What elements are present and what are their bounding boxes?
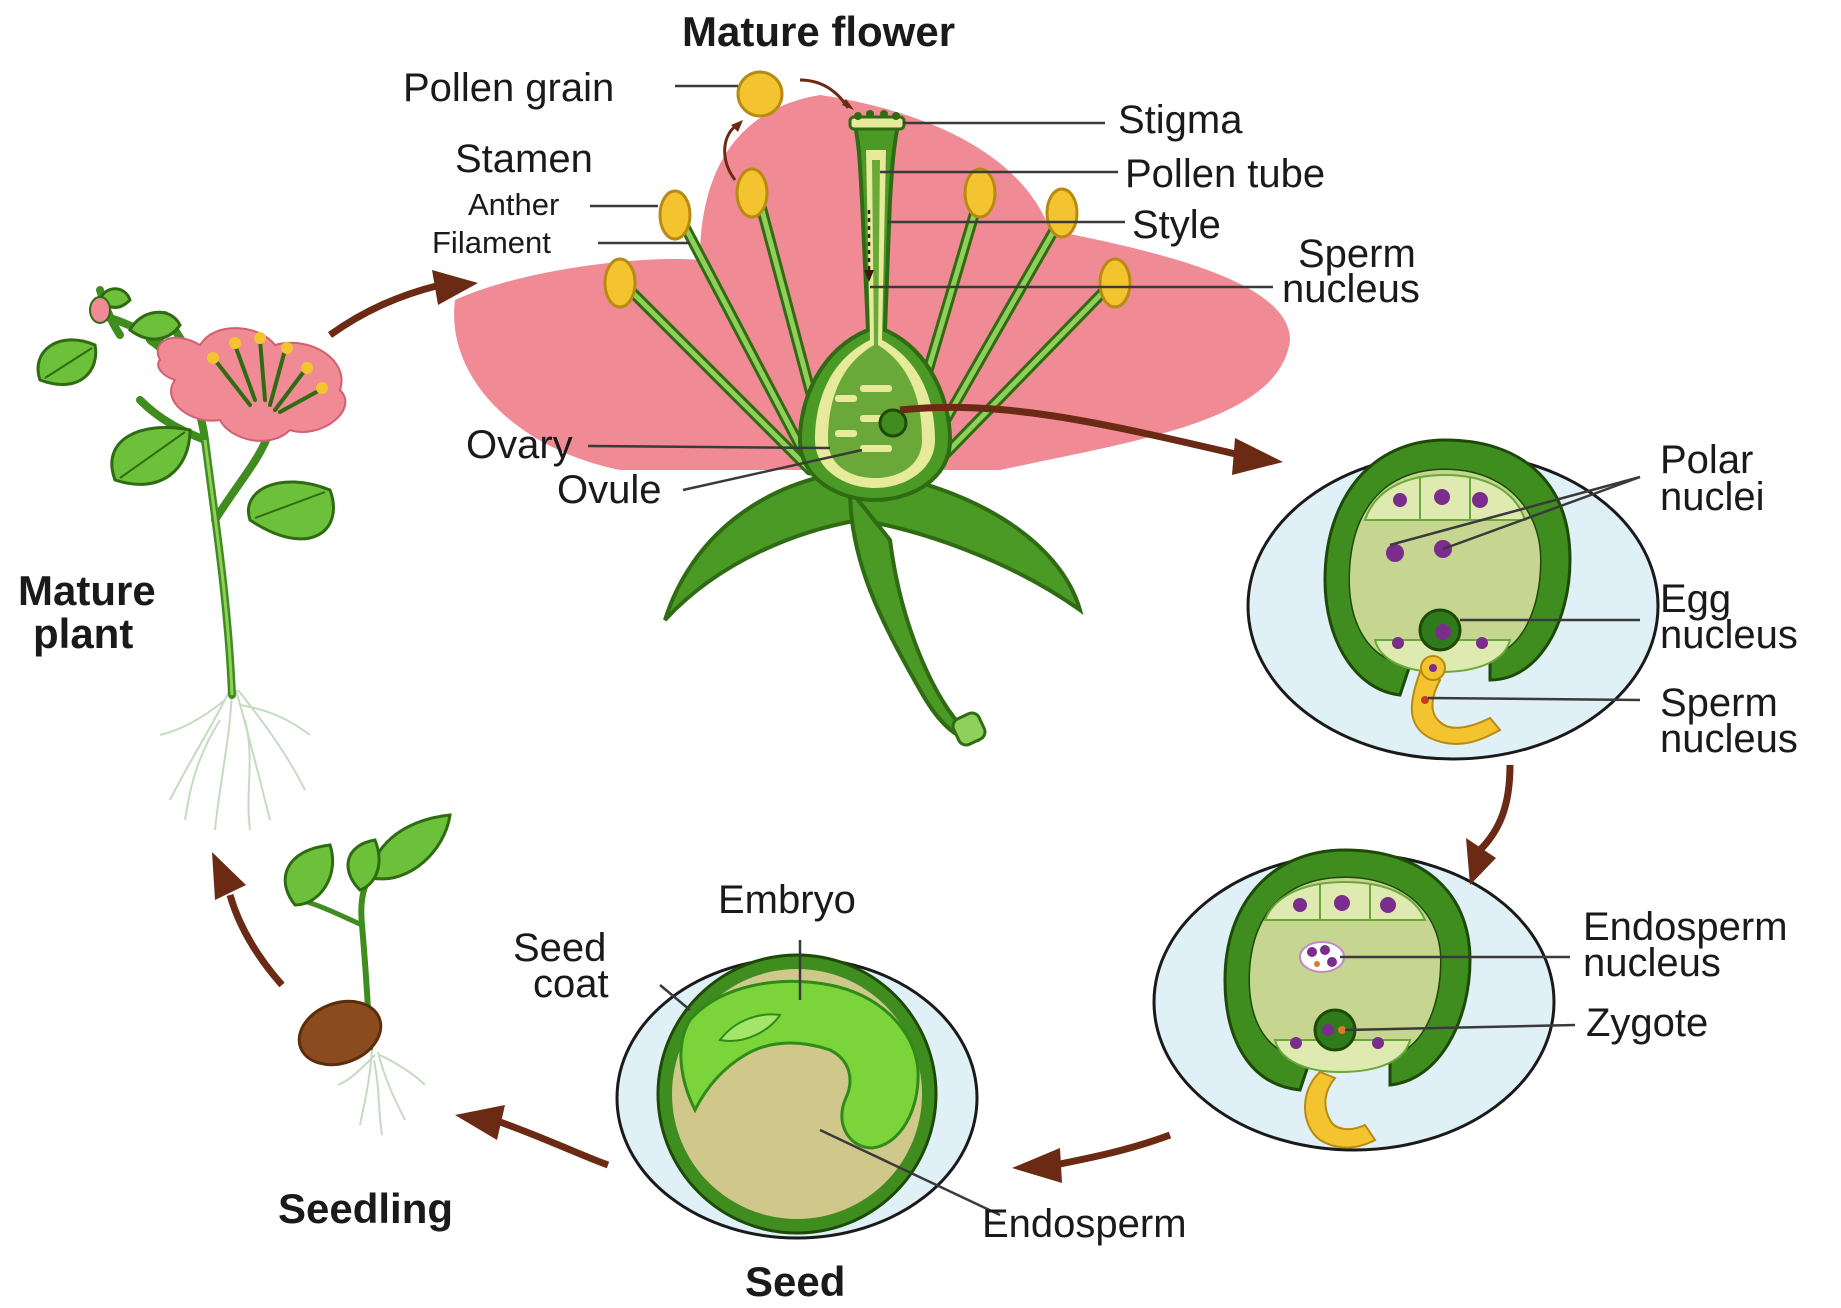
- seedling-title: Seedling: [278, 1185, 453, 1232]
- embryo-label: Embryo: [718, 878, 856, 922]
- zygote-label: Zygote: [1586, 1001, 1708, 1045]
- zygote-illustration: [1154, 850, 1554, 1150]
- anther-label: Anther: [468, 187, 559, 222]
- flower-sperm-label-line2: nucleus: [1282, 267, 1420, 311]
- ovule-label: Ovule: [557, 468, 662, 512]
- filament-label: Filament: [432, 225, 551, 260]
- stigma-label: Stigma: [1118, 98, 1243, 142]
- fert-sperm-label-line2: nucleus: [1660, 717, 1798, 761]
- pollen-grain-label: Pollen grain: [403, 66, 614, 110]
- pollen-tube-label: Pollen tube: [1125, 152, 1325, 196]
- seed-illustration: [617, 955, 977, 1238]
- egg-nucleus-label-line2: nucleus: [1660, 613, 1798, 657]
- mature-plant-title-line2: plant: [33, 610, 133, 657]
- seed-title: Seed: [745, 1258, 845, 1303]
- mature-flower-title: Mature flower: [682, 8, 955, 55]
- pollen-grain: [738, 72, 782, 116]
- mature-plant-illustration: [38, 289, 345, 830]
- polar-nuclei-label-line2: nuclei: [1660, 475, 1765, 519]
- seedling-illustration: [285, 815, 450, 1135]
- endosperm-label: Endosperm: [982, 1202, 1187, 1246]
- small-flower: [158, 328, 346, 441]
- mature-plant-title-line1: Mature: [18, 567, 156, 614]
- style-label: Style: [1132, 203, 1221, 247]
- seed-coat-label-line2: coat: [533, 962, 609, 1006]
- ovary-label: Ovary: [466, 423, 573, 467]
- endosperm-nucleus-label-line2: nucleus: [1583, 941, 1721, 985]
- stamen-label: Stamen: [455, 137, 593, 181]
